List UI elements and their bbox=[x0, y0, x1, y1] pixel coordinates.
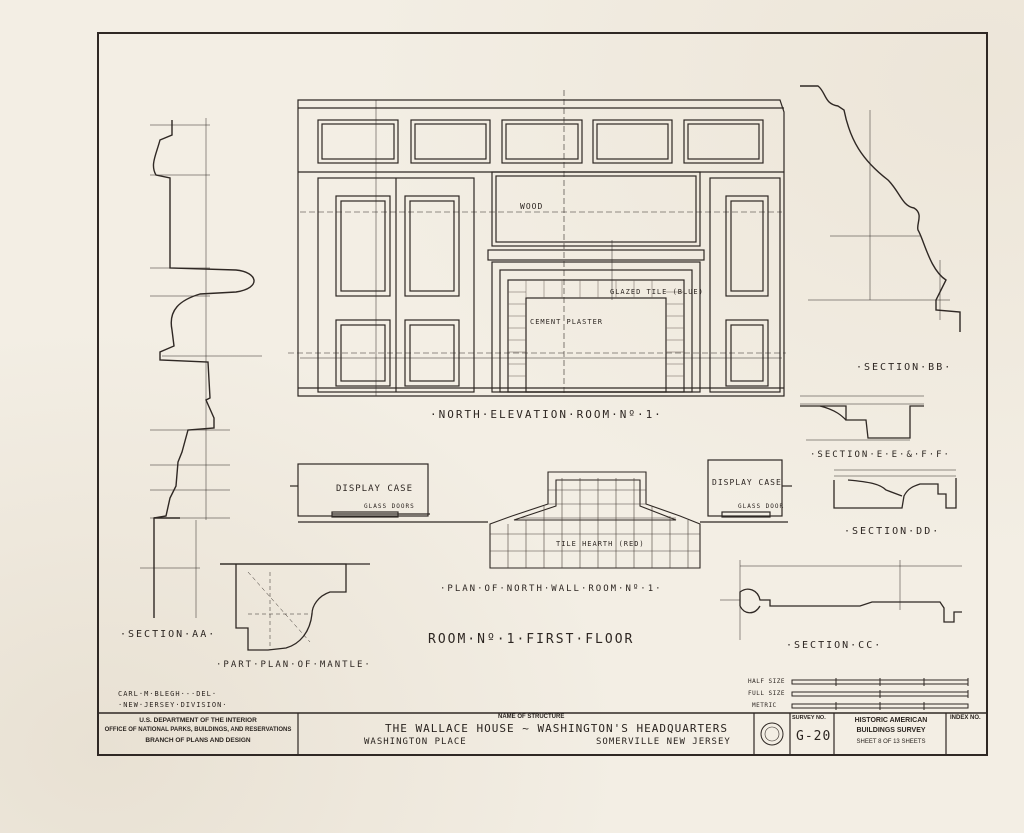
glazed-tile-surround bbox=[508, 280, 684, 377]
display-case-left-label: DISPLAY CASE bbox=[336, 484, 414, 494]
agency-line-1: U.S. DEPARTMENT OF THE INTERIOR bbox=[139, 717, 257, 724]
part-plan-mantle-title: ·PART·PLAN·OF·MANTLE· bbox=[216, 660, 372, 670]
wood-label: WOOD bbox=[520, 202, 544, 211]
section-aa-dims bbox=[140, 118, 262, 618]
section-dd bbox=[833, 478, 957, 509]
plan-hearth bbox=[489, 471, 701, 569]
delineator-division: ·NEW·JERSEY·DIVISION· bbox=[118, 701, 228, 709]
sheet-border bbox=[97, 32, 988, 756]
north-elevation bbox=[297, 99, 785, 397]
section-dd-title: ·SECTION·DD· bbox=[844, 526, 941, 537]
section-cc bbox=[739, 588, 962, 623]
section-bb-title: ·SECTION·BB· bbox=[856, 362, 953, 373]
room-title: ROOM·Nº·1·FIRST·FLOOR bbox=[428, 632, 635, 647]
location-city: SOMERVILLE NEW JERSEY bbox=[596, 737, 731, 747]
agency-line-2: OFFICE OF NATIONAL PARKS, BUILDINGS, AND… bbox=[104, 727, 292, 733]
section-eeff bbox=[800, 405, 924, 439]
glazed-tile-label: GLAZED TILE (BLUE) bbox=[610, 288, 704, 296]
scale-full-size: FULL SIZE bbox=[748, 690, 786, 697]
section-aa-profile bbox=[152, 120, 255, 618]
plan-display-case-left bbox=[290, 463, 488, 523]
section-bb-dims bbox=[808, 110, 950, 320]
habs-line-2: BUILDINGS SURVEY bbox=[856, 727, 926, 734]
scale-bars bbox=[791, 678, 969, 710]
section-aa-title: ·SECTION·AA· bbox=[120, 629, 217, 640]
section-eeff-title: ·SECTION·E·E·&·F·F· bbox=[810, 450, 951, 460]
scale-metric: METRIC bbox=[752, 702, 777, 709]
glass-door-right-label: GLASS DOOR bbox=[738, 503, 785, 510]
delineator-name: CARL·M·BLEGH·-·DEL· bbox=[118, 690, 218, 698]
nps-seal bbox=[760, 722, 784, 746]
sheet-number: SHEET 8 OF 13 SHEETS bbox=[856, 739, 926, 745]
survey-number: G-20 bbox=[796, 729, 832, 744]
tile-hearth-grid bbox=[490, 478, 700, 568]
plan-title: ·PLAN·OF·NORTH·WALL·ROOM·Nº·1· bbox=[440, 584, 663, 594]
agency-line-3: BRANCH OF PLANS AND DESIGN bbox=[145, 737, 251, 744]
elevation-title: ·NORTH·ELEVATION·ROOM·Nº·1· bbox=[430, 408, 663, 421]
location-street: WASHINGTON PLACE bbox=[364, 737, 467, 747]
plan-display-case-right bbox=[700, 459, 792, 523]
section-bb-profile bbox=[800, 85, 961, 332]
survey-number-label: SURVEY NO. bbox=[792, 715, 826, 721]
display-case-right-label: DISPLAY CASE bbox=[712, 478, 782, 487]
structure-name: THE WALLACE HOUSE ~ WASHINGTON'S HEADQUA… bbox=[385, 722, 729, 735]
elevation-dimension-lines bbox=[288, 90, 786, 396]
scale-half-size: HALF SIZE bbox=[748, 678, 786, 685]
tile-hearth-label: TILE HEARTH (RED) bbox=[556, 540, 645, 548]
section-cc-title: ·SECTION·CC· bbox=[786, 640, 883, 651]
glass-doors-left-label: GLASS DOORS bbox=[364, 503, 415, 510]
index-number-label: INDEX NO. bbox=[950, 715, 981, 721]
part-plan-mantle bbox=[220, 563, 370, 651]
name-of-structure-label: NAME OF STRUCTURE bbox=[498, 714, 565, 720]
title-block-dividers bbox=[297, 713, 947, 755]
habs-line-1: HISTORIC AMERICAN bbox=[854, 717, 928, 724]
cement-plaster-label: CEMENT PLASTER bbox=[530, 318, 604, 326]
